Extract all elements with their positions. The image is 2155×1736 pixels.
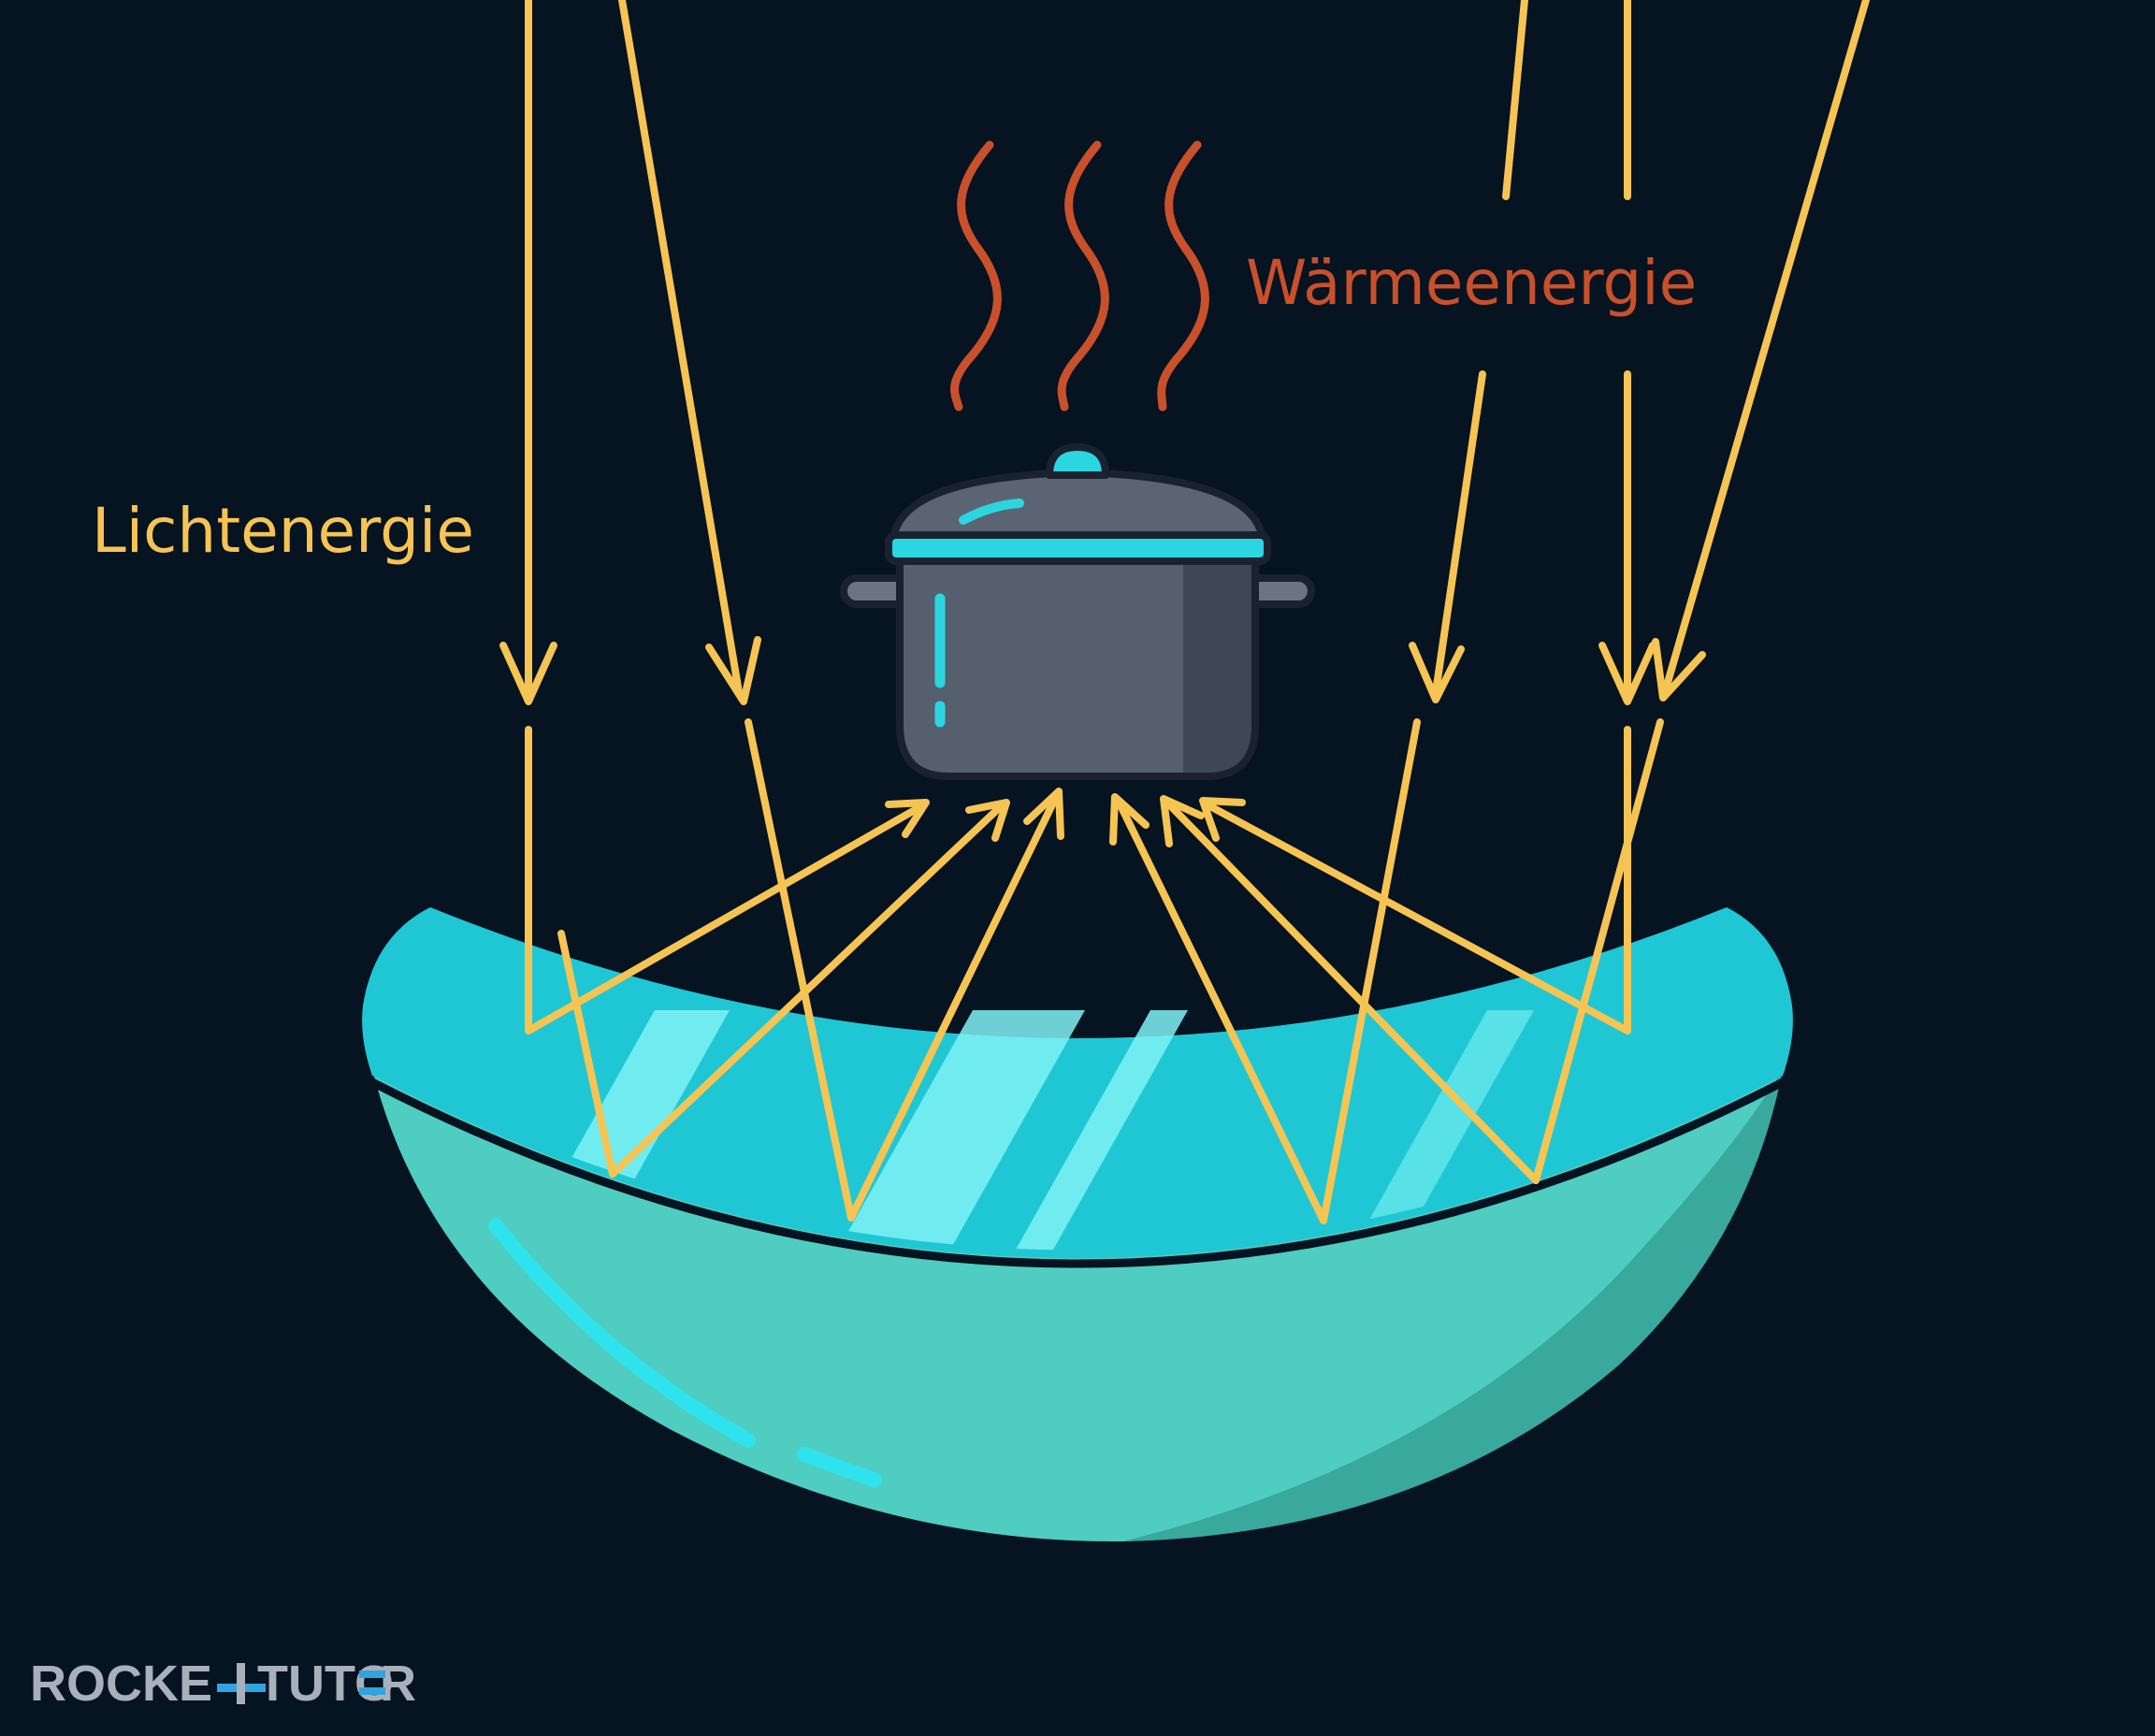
logo-text-part3: R: [380, 1656, 416, 1712]
pot-highlights: [934, 499, 1024, 728]
light-energy-label: Lichtenergie: [92, 495, 474, 567]
reflected-ray: [1164, 799, 1540, 1184]
reflected-ray: [847, 791, 1061, 1222]
light-ray-arrowhead: [705, 636, 761, 705]
light-ray-arrow: [1661, 0, 1870, 696]
mirror-shade: [1122, 1069, 1783, 1541]
reflected-ray: [609, 803, 1005, 1178]
logo-text-part1: ROCKE: [30, 1656, 212, 1712]
light-ray-arrow: [1432, 370, 1486, 696]
light-ray-arrowhead: [1409, 642, 1465, 703]
light-rays: [499, 0, 1870, 1224]
light-ray-arrow: [1502, 0, 1528, 200]
parabolic-mirror-icon: [362, 907, 1793, 1542]
mirror-highlight: [488, 1218, 756, 1448]
reflected-ray: [1114, 796, 1327, 1224]
reflected-ray: [525, 803, 925, 1034]
logo-text-part2: TUTO: [257, 1656, 394, 1712]
light-ray-arrowhead: [499, 642, 557, 705]
heat-wave-icon: [950, 140, 1209, 412]
light-ray-arrow: [618, 0, 743, 696]
reflected-ray: [1203, 801, 1631, 1034]
heat-energy-label: Wärmeenergie: [1246, 247, 1697, 319]
rocket-tutor-logo: ROCKE TUTO R: [30, 1656, 416, 1712]
mirror-highlight-small: [797, 1447, 882, 1487]
mirror-rim: [369, 1078, 1786, 1268]
light-ray-arrowhead: [1652, 638, 1706, 702]
light-ray-arrowhead: [1598, 642, 1656, 705]
cooking-pot-icon: [840, 443, 1315, 780]
